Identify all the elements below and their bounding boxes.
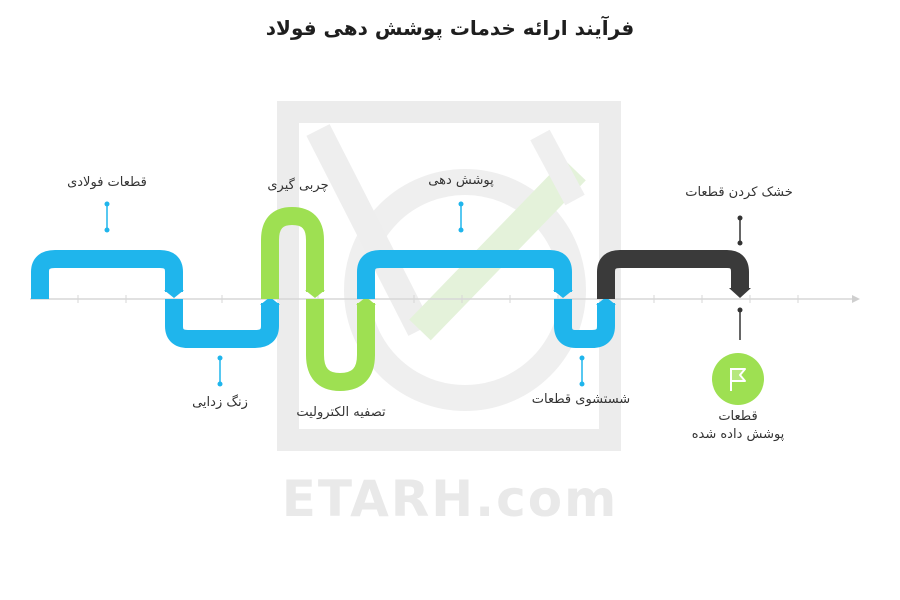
marker-dot [737,307,743,313]
marker-dot [737,215,743,221]
process-pipe [31,207,751,391]
step-label-degreasing: چربی گیری [267,178,329,193]
marker-dot [458,227,464,233]
pipe-arrow [729,288,751,298]
marker-dot [217,381,223,387]
page-title: فرآیند ارائه خدمات پوشش دهی فولاد [265,16,635,40]
pipe-arrow [596,297,616,305]
pipe-segment-rust-removal [165,299,279,348]
step-label-rust-removal: زنگ زدایی [192,395,248,410]
pipe-arrow [305,290,325,298]
step-markers [104,201,743,387]
pipe-arrow [164,290,184,298]
marker-dot [737,240,743,246]
watermark-text: ETARH.com [281,470,619,528]
final-label-line1: قطعات [718,409,758,424]
marker-dot [579,381,585,387]
pipe-arrow [553,290,573,298]
step-label-steel-parts: قطعات فولادی [67,175,147,190]
marker-dot [579,355,585,361]
step-label-coating: پوشش دهی [428,173,494,188]
pipe-segment-washing [554,299,615,348]
pipe-segment-drying [597,250,749,299]
pipe-segment-electrolyte [306,299,375,391]
pipe-segment-coating [357,250,572,299]
step-label-washing: شستشوی قطعات [531,392,631,407]
pipe-segment-degreasing [261,207,324,299]
step-label-drying: خشک کردن قطعات [685,185,793,200]
final-label-line2: پوشش داده شده [691,427,785,442]
axis-arrow-head [852,295,860,303]
pipe-arrow [356,297,376,305]
final-product-badge [712,353,764,405]
marker-dot [217,355,223,361]
pipe-arrow [260,297,280,305]
marker-dot [104,227,110,233]
step-label-electrolyte: تصفیه الکترولیت [296,405,386,420]
marker-dot [458,201,464,207]
marker-dot [104,201,110,207]
flag-icon [730,368,746,391]
pipe-segment-steel-parts [31,250,183,299]
